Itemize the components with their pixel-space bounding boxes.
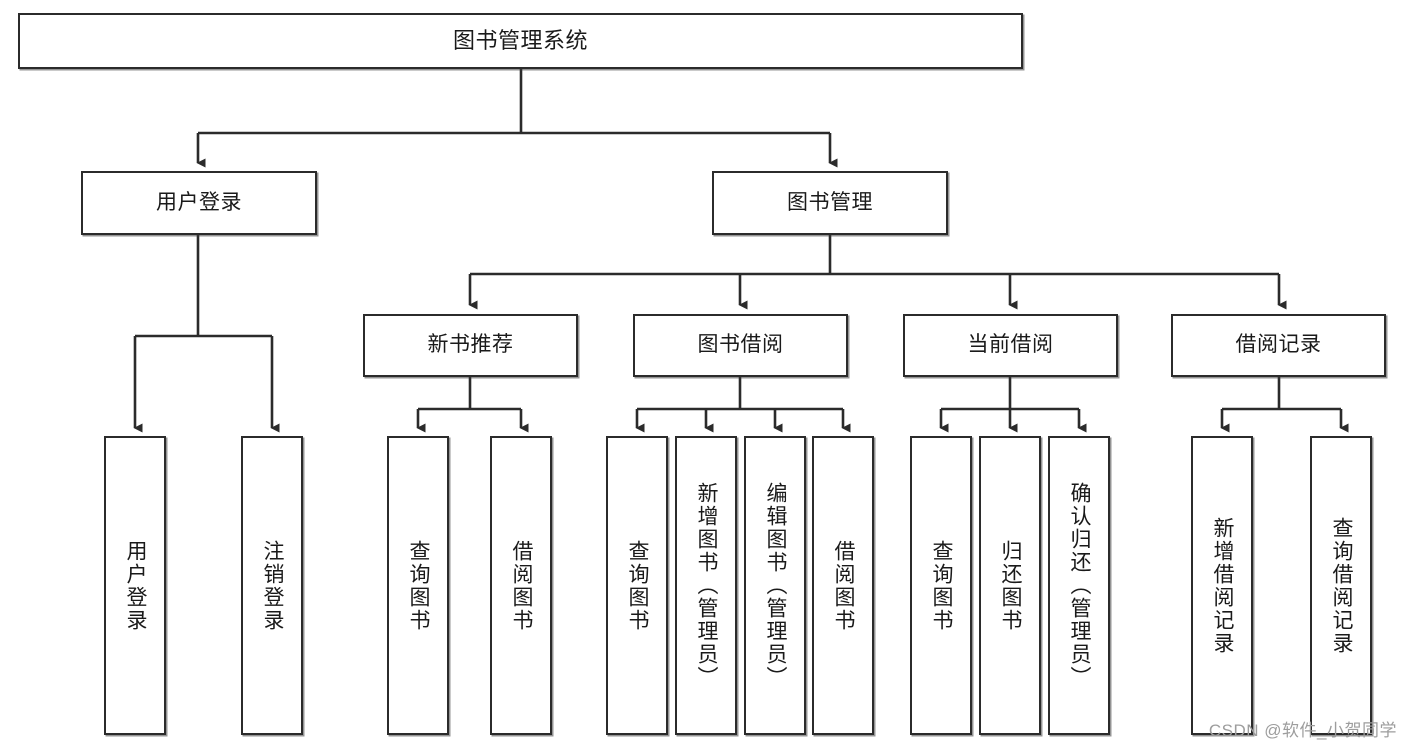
node-new-book-recommend[interactable]: 新书推荐	[363, 314, 578, 377]
leaf-query-book-current[interactable]: 查询图书	[910, 436, 972, 735]
leaf-edit-book-admin[interactable]: 编辑图书（管理员）	[744, 436, 806, 735]
node-label: 归还图书	[999, 539, 1023, 632]
leaf-query-borrow-record[interactable]: 查询借阅记录	[1310, 436, 1372, 735]
leaf-add-book-admin[interactable]: 新增图书（管理员）	[675, 436, 737, 735]
node-label: 查询借阅记录	[1330, 516, 1354, 655]
node-label: 查询图书	[626, 539, 650, 632]
node-user-login[interactable]: 用户登录	[81, 171, 317, 235]
node-label: 编辑图书（管理员）	[764, 482, 788, 689]
node-label: 用户登录	[156, 190, 242, 214]
node-label: 查询图书	[930, 539, 954, 632]
leaf-add-borrow-record[interactable]: 新增借阅记录	[1191, 436, 1253, 735]
node-label: 用户登录	[124, 539, 148, 632]
node-label: 图书管理系统	[452, 28, 588, 54]
node-label: 借阅图书	[510, 539, 534, 632]
node-current-borrow[interactable]: 当前借阅	[903, 314, 1118, 377]
node-label: 借阅图书	[832, 539, 856, 632]
node-book-borrow[interactable]: 图书借阅	[633, 314, 848, 377]
leaf-logout[interactable]: 注销登录	[241, 436, 303, 735]
node-label: 注销登录	[261, 539, 285, 632]
leaf-user-login[interactable]: 用户登录	[104, 436, 166, 735]
node-label: 新书推荐	[427, 333, 514, 357]
watermark: CSDN @软件_小贺同学	[1208, 721, 1397, 740]
leaf-return-book[interactable]: 归还图书	[979, 436, 1041, 735]
node-label: 图书管理	[787, 190, 873, 214]
node-root-system[interactable]: 图书管理系统	[18, 13, 1023, 69]
node-borrow-record[interactable]: 借阅记录	[1171, 314, 1386, 377]
leaf-query-book-recommend[interactable]: 查询图书	[387, 436, 449, 735]
leaf-borrow-book-recommend[interactable]: 借阅图书	[490, 436, 552, 735]
node-label: 新增图书（管理员）	[695, 482, 719, 689]
leaf-query-book-borrow[interactable]: 查询图书	[606, 436, 668, 735]
node-label: 图书借阅	[697, 333, 784, 357]
node-book-manage[interactable]: 图书管理	[712, 171, 948, 235]
node-label: 借阅记录	[1235, 333, 1322, 357]
node-label: 当前借阅	[967, 333, 1054, 357]
node-label: 新增借阅记录	[1211, 516, 1235, 655]
node-label: 查询图书	[407, 539, 431, 632]
leaf-borrow-book[interactable]: 借阅图书	[812, 436, 874, 735]
leaf-confirm-return-admin[interactable]: 确认归还（管理员）	[1048, 436, 1110, 735]
node-label: 确认归还（管理员）	[1068, 482, 1092, 689]
